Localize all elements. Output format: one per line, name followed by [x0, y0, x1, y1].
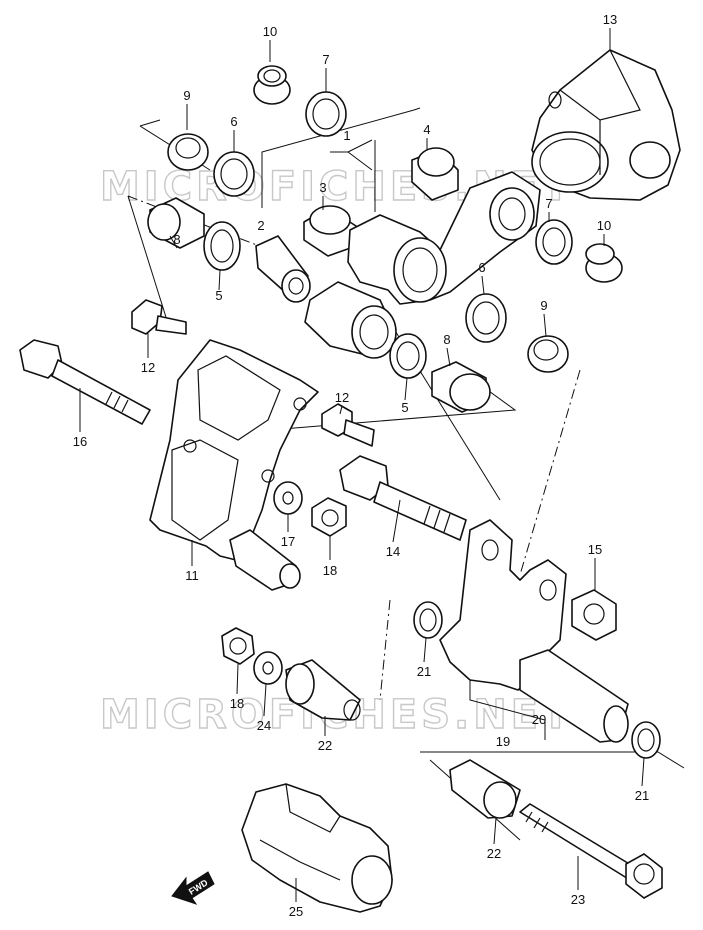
part-16-long-bolt: [19, 339, 151, 425]
callout-22-left: 22: [318, 738, 332, 753]
callout-5-top: 5: [215, 288, 222, 303]
part-25-guard: [241, 783, 393, 913]
part-23-bolt: [519, 803, 663, 899]
callout-12-lower: 12: [335, 390, 349, 405]
part-22-collar-right: [449, 759, 521, 819]
callout-6-right: 6: [478, 260, 485, 275]
callout-22-right: 22: [487, 846, 501, 861]
callout-17: 17: [281, 534, 295, 549]
part-20-link-rod: [439, 519, 629, 743]
part-7-seal-top: [305, 91, 347, 137]
callout-9-top: 9: [183, 88, 190, 103]
part-24-washer: [253, 651, 283, 685]
callout-4: 4: [423, 122, 430, 137]
callout-14: 14: [386, 544, 400, 559]
callout-10-right: 10: [597, 218, 611, 233]
part-1-cushion-lever: [304, 171, 541, 359]
part-8-collar-top: [147, 197, 205, 249]
part-10-bushing-right: [585, 243, 623, 283]
part-4-bushing: [411, 147, 459, 201]
part-7-seal-right: [535, 219, 573, 265]
fwd-arrow-icon: FWD: [171, 871, 215, 905]
part-10-bushing-top: [253, 65, 291, 105]
callout-3: 3: [319, 180, 326, 195]
part-9-washer-right: [527, 335, 569, 373]
part-17-washer: [273, 481, 303, 515]
part-13-cover: [531, 49, 681, 201]
callout-21-left: 21: [417, 664, 431, 679]
part-11-bracket: [149, 339, 319, 591]
callout-16: 16: [73, 434, 87, 449]
part-14-bolt: [339, 455, 467, 541]
callout-labels: 10 7 9 6 1 4 13 3 2 7 10 8 5 6 9 8 12 12…: [73, 12, 649, 919]
part-6-seal-right: [465, 293, 507, 343]
part-12-bolt-upper: [131, 299, 187, 335]
callout-24: 24: [257, 718, 271, 733]
callout-18-upper: 18: [323, 563, 337, 578]
callout-7-right: 7: [545, 196, 552, 211]
callout-19: 19: [496, 734, 510, 749]
callout-10-top: 10: [263, 24, 277, 39]
part-18-nut-lower: [221, 627, 255, 665]
callout-20: 20: [532, 712, 546, 727]
part-2-spacer: [255, 235, 311, 303]
callout-18-lower: 18: [230, 696, 244, 711]
part-21-seal-right: [631, 721, 661, 759]
part-8-collar-lower: [431, 361, 491, 413]
callout-23: 23: [571, 892, 585, 907]
callout-leaders: [79, 28, 645, 902]
part-5-seal-top: [203, 221, 241, 271]
callout-15: 15: [588, 542, 602, 557]
callout-25: 25: [289, 904, 303, 919]
part-15-nut-right: [571, 589, 617, 641]
part-6-seal-top: [213, 151, 255, 197]
callout-12-upper: 12: [141, 360, 155, 375]
callout-11: 11: [185, 568, 199, 583]
callout-6-top: 6: [230, 114, 237, 129]
callout-8-top: 8: [173, 232, 180, 247]
callout-8-lower: 8: [443, 332, 450, 347]
part-5-seal-lower: [389, 333, 427, 379]
part-9-washer-top: [167, 133, 209, 171]
callout-5-lower: 5: [401, 400, 408, 415]
part-12-bolt-lower: [321, 403, 375, 447]
callout-7-top: 7: [322, 52, 329, 67]
callout-1: 1: [343, 128, 350, 143]
part-22-collar-left: [285, 659, 361, 721]
callout-2: 2: [257, 218, 264, 233]
callout-21-right: 21: [635, 788, 649, 803]
callout-9-right: 9: [540, 298, 547, 313]
callout-13: 13: [603, 12, 617, 27]
part-21-seal-left: [413, 601, 443, 639]
part-18-nut-upper: [311, 497, 347, 537]
